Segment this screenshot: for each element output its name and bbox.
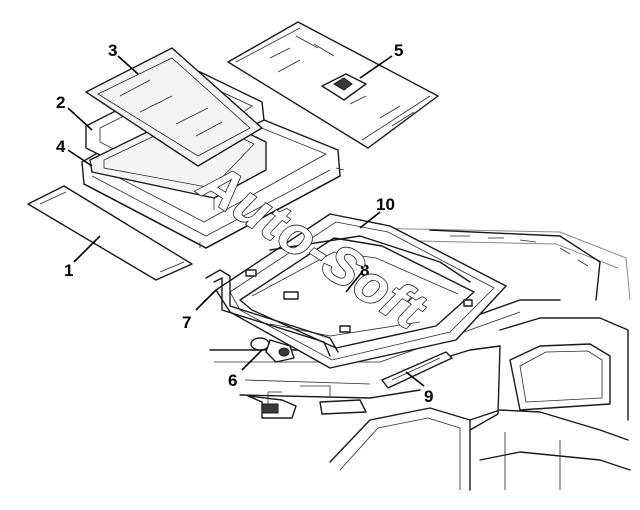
part-3-glass-panel [85, 47, 263, 167]
part-5-headliner [227, 21, 439, 149]
part-8-seal [269, 235, 471, 283]
part-1-sunshade [27, 185, 193, 281]
callout-8: 8 [360, 261, 369, 280]
part-7-drain-tube [205, 269, 339, 357]
callout-1: 1 [64, 261, 73, 280]
callout-5: 5 [394, 41, 403, 60]
part-9-strip [381, 351, 453, 389]
callout-4: 4 [56, 137, 66, 156]
part-6-motor [250, 337, 295, 363]
callout-7: 7 [182, 313, 191, 332]
callout-10: 10 [376, 195, 395, 214]
callout-3: 3 [108, 41, 117, 60]
callout-6: 6 [228, 371, 237, 390]
part-10-sunroof-frame [215, 213, 507, 369]
leader-lines [67, 55, 425, 387]
callout-labels: 3 2 4 1 5 6 7 10 8 9 [56, 41, 433, 406]
callout-9: 9 [424, 387, 433, 406]
callout-2: 2 [56, 93, 65, 112]
